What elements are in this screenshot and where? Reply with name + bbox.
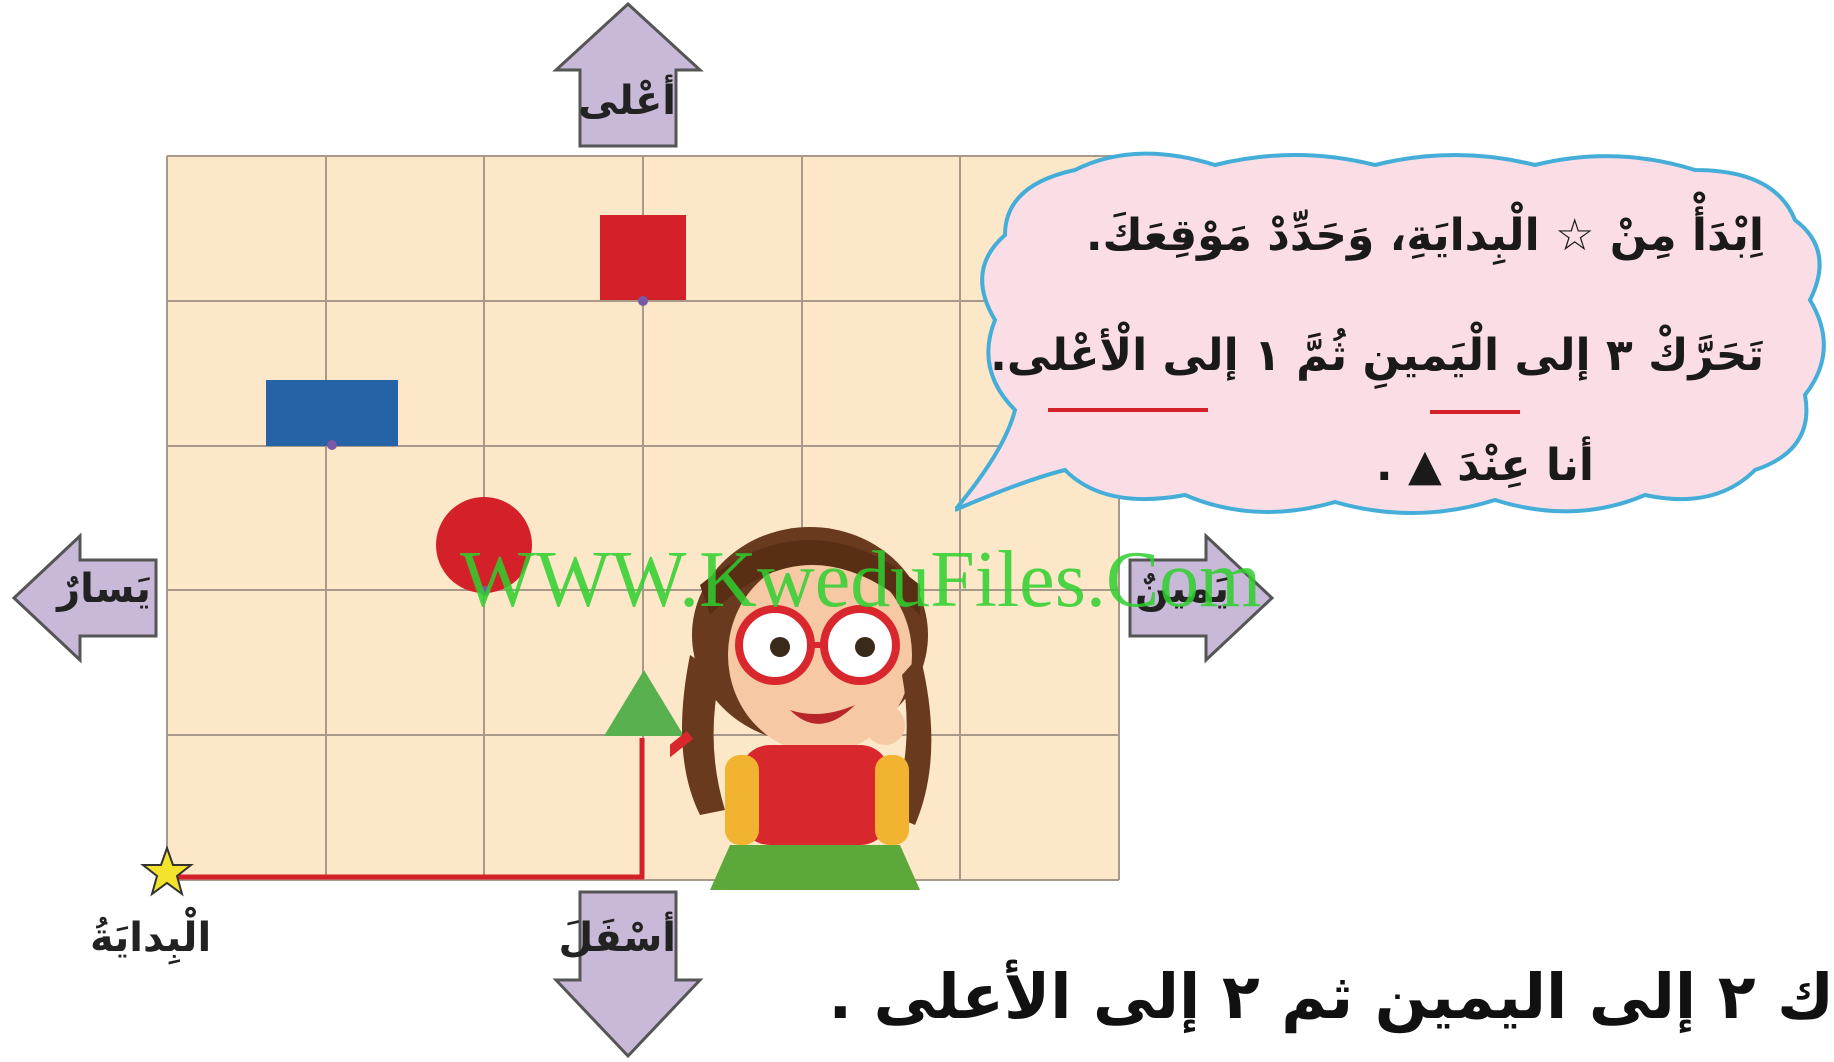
right-arrow xyxy=(1128,532,1275,664)
green-triangle xyxy=(604,670,684,736)
bubble-line-3: أنا عِنْدَ ▲ . xyxy=(1375,440,1594,491)
down-arrow xyxy=(552,890,704,1059)
right-label: يَمينٌ xyxy=(1134,566,1230,612)
red-circle-dot xyxy=(480,586,490,596)
speech-bubble xyxy=(955,151,1826,516)
left-arrow xyxy=(11,532,158,664)
underline-up xyxy=(1048,408,1208,412)
up-arrow xyxy=(552,1,704,148)
grid-hline xyxy=(167,445,1119,447)
grid-hline xyxy=(167,879,1119,881)
girl-illustration xyxy=(670,527,932,890)
watermark: WWW.KweduFiles.Com xyxy=(460,536,1262,624)
grid-vline xyxy=(801,156,803,880)
grid-hline xyxy=(167,155,1119,157)
red-square xyxy=(600,215,686,300)
up-label: أعْلى xyxy=(578,78,676,124)
down-label: أسْفَلَ xyxy=(558,915,676,961)
grid-vline xyxy=(642,156,644,880)
grid-vline xyxy=(959,156,961,880)
red-circle xyxy=(436,497,532,593)
grid-vline xyxy=(166,156,168,880)
grid-hline xyxy=(167,589,1119,591)
underline-right xyxy=(1430,410,1520,414)
start-label: الْبِدايَةُ xyxy=(90,915,212,961)
grid-vline xyxy=(1118,156,1120,880)
blue-rectangle xyxy=(266,380,398,446)
movement-path xyxy=(170,738,645,880)
bubble-line-1: اِبْدَأْ مِنْ ☆ الْبِدايَةِ، وَحَدِّدْ م… xyxy=(1085,210,1764,261)
start-star-icon xyxy=(140,846,194,897)
left-label: يَسارٌ xyxy=(57,566,151,612)
grid-vline xyxy=(325,156,327,880)
blue-rectangle-dot xyxy=(327,440,337,450)
bubble-line-2: تَحَرَّكْ ٣ إلى الْيَمينِ ثُمَّ ١ إلى ال… xyxy=(990,330,1764,381)
bottom-question-text: ك ٢ إلى اليمين ثم ٢ إلى الأعلى . xyxy=(828,960,1834,1033)
red-square-dot xyxy=(638,296,648,306)
